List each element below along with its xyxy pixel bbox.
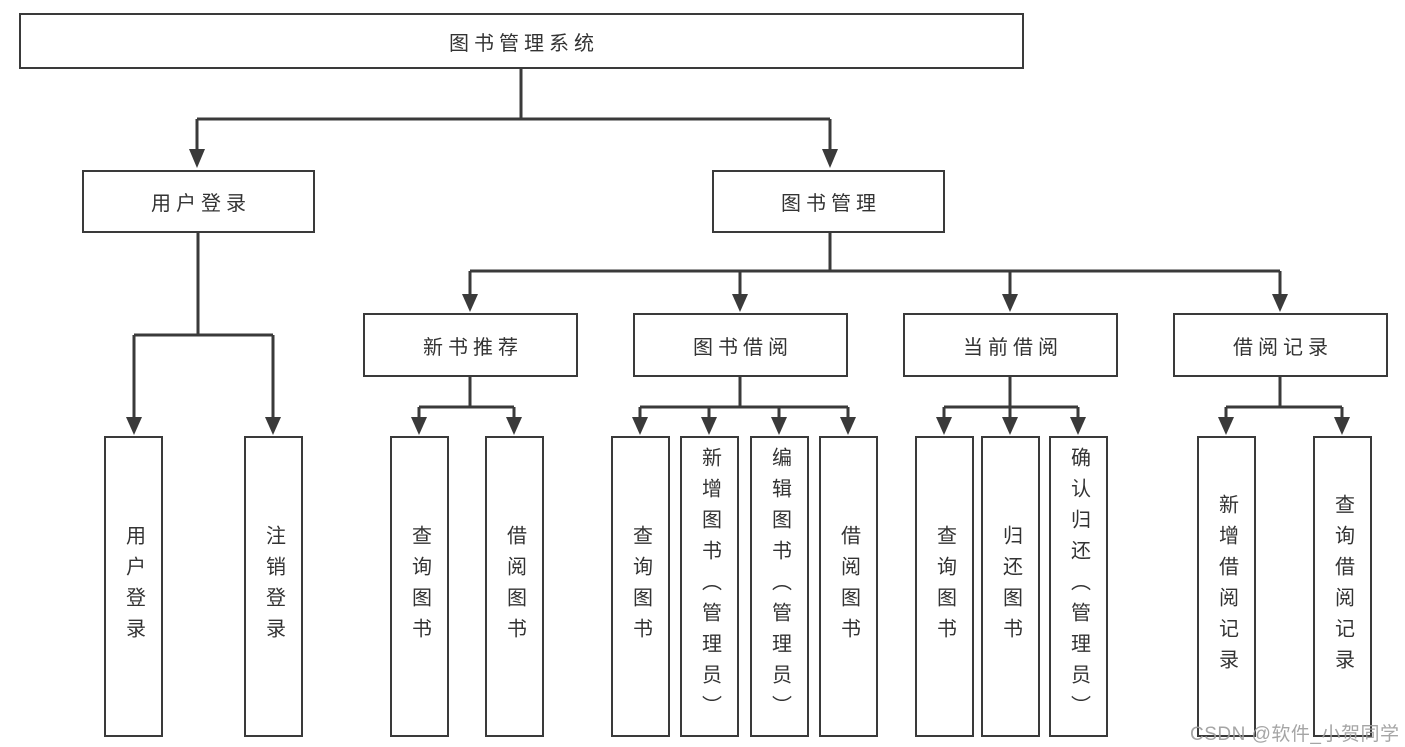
leaf-logout: 注销登录	[244, 436, 303, 737]
leaf-user-login: 用户登录	[104, 436, 163, 737]
connector-currentborrow-to-leaves	[942, 377, 1080, 418]
leaf-search-books-recommend: 查询图书	[390, 436, 449, 737]
leaf-search-books-borrowing: 查询图书	[611, 436, 670, 737]
connector-records-to-leaves	[1224, 377, 1344, 418]
arrow-down-icon	[1002, 294, 1018, 312]
node-new-book-recommendation: 新书推荐	[363, 313, 578, 377]
leaf-borrow-books-borrowing: 借阅图书	[819, 436, 878, 737]
arrow-down-icon	[462, 294, 478, 312]
arrow-down-icon	[840, 417, 856, 435]
leaf-return-books: 归还图书	[981, 436, 1040, 737]
leaf-add-borrow-record: 新增借阅记录	[1197, 436, 1256, 737]
node-borrowing-records: 借阅记录	[1173, 313, 1388, 377]
leaf-borrow-books-recommend: 借阅图书	[485, 436, 544, 737]
arrow-down-icon	[126, 417, 142, 435]
node-current-borrowing: 当前借阅	[903, 313, 1118, 377]
node-user-login: 用户登录	[82, 170, 315, 233]
arrow-down-icon	[1002, 417, 1018, 435]
connector-userlogin-to-leaves	[132, 233, 275, 418]
connector-root-to-level2	[195, 69, 832, 151]
arrow-down-icon	[1218, 417, 1234, 435]
arrow-down-icon	[701, 417, 717, 435]
arrow-down-icon	[411, 417, 427, 435]
arrow-down-icon	[1334, 417, 1350, 435]
node-library-management-system: 图书管理系统	[19, 13, 1024, 69]
node-book-borrowing: 图书借阅	[633, 313, 848, 377]
arrow-down-icon	[1070, 417, 1086, 435]
leaf-search-books-current: 查询图书	[915, 436, 974, 737]
connector-newbook-to-leaves	[417, 377, 516, 418]
leaf-edit-book-admin: 编辑图书（管理员）	[750, 436, 809, 737]
connector-bookborrow-to-leaves	[638, 377, 850, 418]
leaf-search-borrow-record: 查询借阅记录	[1313, 436, 1372, 737]
arrow-down-icon	[936, 417, 952, 435]
arrow-down-icon	[632, 417, 648, 435]
arrow-down-icon	[822, 149, 838, 168]
arrow-down-icon	[732, 294, 748, 312]
arrow-down-icon	[265, 417, 281, 435]
leaf-add-book-admin: 新增图书（管理员）	[680, 436, 739, 737]
leaf-confirm-return-admin: 确认归还（管理员）	[1049, 436, 1108, 737]
node-book-management: 图书管理	[712, 170, 945, 233]
arrow-down-icon	[771, 417, 787, 435]
arrow-down-icon	[189, 149, 205, 168]
connector-bookmgmt-to-level3	[468, 233, 1282, 295]
arrow-down-icon	[506, 417, 522, 435]
csdn-watermark: CSDN @软件_小贺同学	[1190, 724, 1400, 745]
arrow-down-icon	[1272, 294, 1288, 312]
